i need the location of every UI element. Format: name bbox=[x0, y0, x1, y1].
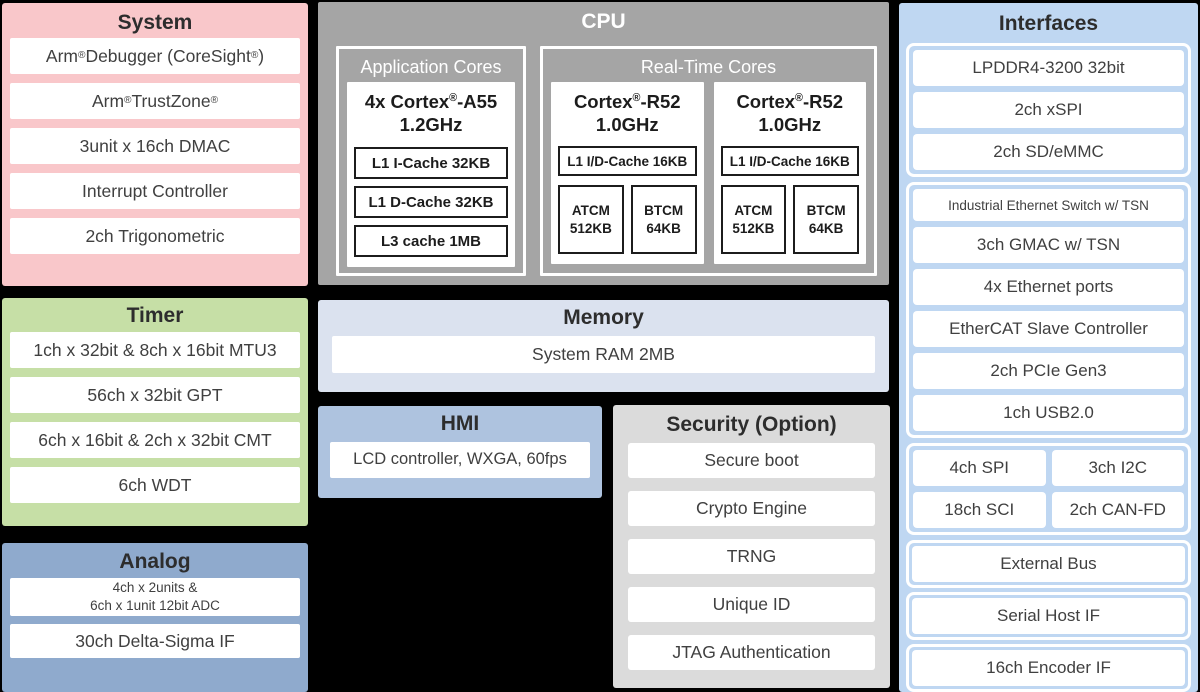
interface-item-xspi: 2ch xSPI bbox=[913, 92, 1184, 128]
cortex-r52-frequency-2: 1.0GHz bbox=[758, 114, 822, 136]
hmi-items: LCD controller, WXGA, 60fps bbox=[330, 442, 590, 479]
cortex-a55-caches: L1 I-Cache 32KB L1 D-Cache 32KB L3 cache… bbox=[354, 147, 508, 258]
hmi-block: HMI LCD controller, WXGA, 60fps bbox=[318, 406, 602, 498]
cpu-body: Application Cores 4x Cortex®-A55 1.2GHz … bbox=[336, 46, 877, 276]
timer-item-gpt: 56ch x 32bit GPT bbox=[10, 377, 300, 414]
interface-item-serial-host-if: Serial Host IF bbox=[912, 598, 1185, 634]
system-title: System bbox=[117, 11, 193, 34]
security-title: Security (Option) bbox=[666, 413, 837, 436]
timer-title: Timer bbox=[126, 304, 184, 327]
security-item-unique-id: Unique ID bbox=[628, 587, 875, 623]
timer-items: 1ch x 32bit & 8ch x 16bit MTU3 56ch x 32… bbox=[10, 332, 300, 504]
application-cores-container: Application Cores 4x Cortex®-A55 1.2GHz … bbox=[336, 46, 526, 276]
memory-items: System RAM 2MB bbox=[332, 336, 875, 374]
interface-item-industrial-ethernet-switch: Industrial Ethernet Switch w/ TSN bbox=[913, 189, 1184, 221]
cortex-r52-core-box-1: Cortex®-R52 1.0GHz L1 I/D-Cache 16KB ATC… bbox=[551, 82, 704, 264]
analog-title: Analog bbox=[119, 550, 191, 573]
r52-cache-box-2: L1 I/D-Cache 16KB bbox=[720, 146, 859, 177]
memory-title: Memory bbox=[563, 306, 644, 329]
cortex-a55-name: 4x Cortex®-A55 bbox=[364, 91, 498, 112]
interface-item-ethercat: EtherCAT Slave Controller bbox=[913, 311, 1184, 347]
cpu-title: CPU bbox=[581, 10, 626, 33]
interface-item-external-bus: External Bus bbox=[912, 546, 1185, 582]
cortex-r52-name-2: Cortex®-R52 bbox=[736, 91, 844, 112]
interface-item-encoder-if: 16ch Encoder IF bbox=[912, 650, 1185, 686]
timer-item-cmt: 6ch x 16bit & 2ch x 32bit CMT bbox=[10, 422, 300, 459]
btcm-box-2: BTCM 64KB bbox=[793, 185, 859, 254]
system-item-interrupt-controller: Interrupt Controller bbox=[10, 173, 300, 210]
interfaces-group-encoder: 16ch Encoder IF bbox=[906, 644, 1191, 692]
interface-item-ethernet-ports: 4x Ethernet ports bbox=[913, 269, 1184, 305]
realtime-cores-container: Real-Time Cores Cortex®-R52 1.0GHz L1 I/… bbox=[540, 46, 877, 276]
cortex-r52-name-1: Cortex®-R52 bbox=[573, 91, 681, 112]
atcm-box-1: ATCM 512KB bbox=[558, 185, 624, 254]
interfaces-block: Interfaces LPDDR4-3200 32bit 2ch xSPI 2c… bbox=[899, 3, 1198, 692]
l1-icache-box: L1 I-Cache 32KB bbox=[354, 147, 508, 180]
security-item-crypto-engine: Crypto Engine bbox=[628, 491, 875, 527]
interfaces-group-external-bus: External Bus bbox=[906, 540, 1191, 588]
system-item-dmac: 3unit x 16ch DMAC bbox=[10, 128, 300, 165]
interface-item-gmac: 3ch GMAC w/ TSN bbox=[913, 227, 1184, 263]
interfaces-serial-grid: 4ch SPI 3ch I2C 18ch SCI 2ch CAN-FD bbox=[913, 450, 1184, 528]
cortex-r52-frequency-1: 1.0GHz bbox=[595, 114, 659, 136]
interfaces-group-network: Industrial Ethernet Switch w/ TSN 3ch GM… bbox=[906, 182, 1191, 438]
security-block: Security (Option) Secure boot Crypto Eng… bbox=[613, 405, 890, 688]
btcm-box-1: BTCM 64KB bbox=[630, 185, 697, 254]
r52-cache-box-1: L1 I/D-Cache 16KB bbox=[558, 146, 697, 177]
interface-item-spi: 4ch SPI bbox=[913, 450, 1046, 486]
analog-item-delta-sigma: 30ch Delta-Sigma IF bbox=[10, 624, 300, 659]
application-cores-title: Application Cores bbox=[360, 57, 502, 77]
security-item-secure-boot: Secure boot bbox=[628, 443, 875, 479]
interface-item-lpddr4: LPDDR4-3200 32bit bbox=[913, 50, 1184, 86]
interface-item-can-fd: 2ch CAN-FD bbox=[1051, 492, 1184, 528]
interfaces-group-serial-host: Serial Host IF bbox=[906, 592, 1191, 640]
realtime-cores-row: Cortex®-R52 1.0GHz L1 I/D-Cache 16KB ATC… bbox=[551, 82, 866, 264]
realtime-cores-title: Real-Time Cores bbox=[640, 57, 777, 77]
r52-tcm-row-2: ATCM 512KB BTCM 64KB bbox=[720, 185, 859, 254]
analog-block: Analog 4ch x 2units & 6ch x 1unit 12bit … bbox=[2, 543, 308, 692]
interface-item-i2c: 3ch I2C bbox=[1051, 450, 1184, 486]
system-item-trigonometric: 2ch Trigonometric bbox=[10, 218, 300, 255]
l3-cache-box: L3 cache 1MB bbox=[354, 225, 508, 258]
interface-item-usb: 1ch USB2.0 bbox=[913, 395, 1184, 431]
memory-item-system-ram: System RAM 2MB bbox=[332, 336, 875, 374]
hmi-title: HMI bbox=[440, 412, 480, 435]
l1-dcache-box: L1 D-Cache 32KB bbox=[354, 186, 508, 219]
security-item-trng: TRNG bbox=[628, 539, 875, 575]
interface-item-sd-emmc: 2ch SD/eMMC bbox=[913, 134, 1184, 170]
timer-block: Timer 1ch x 32bit & 8ch x 16bit MTU3 56c… bbox=[2, 298, 308, 526]
interfaces-group-memory-if: LPDDR4-3200 32bit 2ch xSPI 2ch SD/eMMC bbox=[906, 43, 1191, 177]
cpu-block: CPU Application Cores 4x Cortex®-A55 1.2… bbox=[318, 2, 889, 285]
security-items: Secure boot Crypto Engine TRNG Unique ID… bbox=[628, 443, 875, 671]
memory-block: Memory System RAM 2MB bbox=[318, 300, 889, 392]
timer-item-wdt: 6ch WDT bbox=[10, 467, 300, 504]
r52-tcm-row-1: ATCM 512KB BTCM 64KB bbox=[558, 185, 697, 254]
timer-item-mtu3: 1ch x 32bit & 8ch x 16bit MTU3 bbox=[10, 332, 300, 369]
system-block: System Arm® Debugger (CoreSight®) Arm® T… bbox=[2, 3, 308, 286]
system-item-trustzone: Arm® TrustZone® bbox=[10, 83, 300, 120]
interfaces-title: Interfaces bbox=[998, 12, 1099, 35]
atcm-box-2: ATCM 512KB bbox=[720, 185, 787, 254]
hmi-item-lcd-controller: LCD controller, WXGA, 60fps bbox=[330, 442, 590, 479]
cortex-r52-core-box-2: Cortex®-R52 1.0GHz L1 I/D-Cache 16KB ATC… bbox=[713, 82, 866, 264]
cortex-a55-frequency: 1.2GHz bbox=[399, 114, 463, 136]
analog-items: 4ch x 2units & 6ch x 1unit 12bit ADC 30c… bbox=[10, 578, 300, 659]
interfaces-body: LPDDR4-3200 32bit 2ch xSPI 2ch SD/eMMC I… bbox=[899, 43, 1198, 692]
security-item-jtag-authentication: JTAG Authentication bbox=[628, 635, 875, 671]
interfaces-group-serial: 4ch SPI 3ch I2C 18ch SCI 2ch CAN-FD bbox=[906, 443, 1191, 535]
system-items: Arm® Debugger (CoreSight®) Arm® TrustZon… bbox=[10, 38, 300, 255]
analog-item-adc: 4ch x 2units & 6ch x 1unit 12bit ADC bbox=[10, 578, 300, 617]
system-item-arm-debugger: Arm® Debugger (CoreSight®) bbox=[10, 38, 300, 75]
cortex-a55-core-box: 4x Cortex®-A55 1.2GHz L1 I-Cache 32KB L1… bbox=[347, 82, 515, 268]
interface-item-sci: 18ch SCI bbox=[913, 492, 1046, 528]
interface-item-pcie: 2ch PCIe Gen3 bbox=[913, 353, 1184, 389]
